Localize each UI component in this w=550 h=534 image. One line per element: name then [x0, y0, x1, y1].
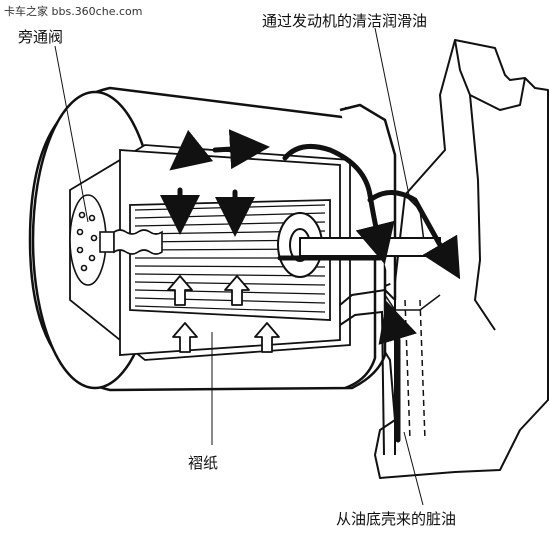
label-pleated-paper: 褶纸 [188, 454, 219, 472]
label-bypass-valve: 旁通阀 [18, 28, 64, 46]
label-dirty-oil: 从油底壳来的脏油 [336, 510, 457, 528]
leader-lines [54, 27, 424, 506]
bypass-valve [69, 194, 163, 286]
clean-oil-arrows [160, 129, 461, 280]
dirty-oil-arrows [167, 275, 280, 353]
watermark-text: 卡车之家 bbs.360che.com [4, 5, 143, 18]
label-clean-oil: 通过发动机的清洁润滑油 [262, 12, 428, 30]
dirty-oil-inlet-arrow [378, 300, 417, 443]
inlet-passage [339, 288, 396, 456]
